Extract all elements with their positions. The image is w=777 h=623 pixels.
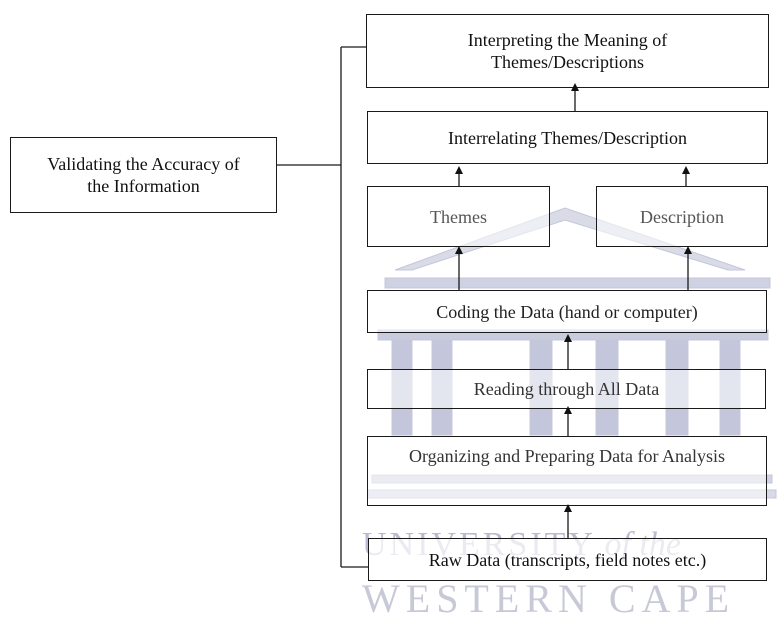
interpreting-meaning-box: Interpreting the Meaning of Themes/Descr…: [366, 14, 769, 88]
organizing-data-label: Organizing and Preparing Data for Analys…: [408, 446, 726, 466]
interrelating-themes-box: Interrelating Themes/Description: [367, 111, 768, 164]
coding-data-box: Coding the Data (hand or computer): [367, 290, 767, 333]
validating-accuracy-box: Validating the Accuracy of the Informati…: [10, 137, 277, 213]
description-box: Description: [596, 186, 768, 247]
interrelating-themes-label: Interrelating Themes/Description: [447, 127, 688, 148]
reading-data-box: Reading through All Data: [367, 369, 766, 409]
validating-accuracy-label: Validating the Accuracy of the Informati…: [47, 154, 240, 196]
organizing-data-box: Organizing and Preparing Data for Analys…: [367, 436, 767, 506]
raw-data-box: Raw Data (transcripts, field notes etc.): [368, 538, 767, 581]
themes-label: Themes: [430, 206, 487, 227]
description-label: Description: [640, 206, 724, 227]
interpreting-meaning-label-line1: Interpreting the Meaning of: [467, 30, 668, 50]
reading-data-label: Reading through All Data: [473, 379, 660, 399]
themes-box: Themes: [367, 186, 550, 247]
raw-data-label: Raw Data (transcripts, field notes etc.): [428, 549, 707, 570]
interpreting-meaning-label-line2: Themes/Descriptions: [491, 52, 644, 72]
watermark-western-cape: WESTERN CAPE: [362, 576, 736, 621]
coding-data-label: Coding the Data (hand or computer): [436, 301, 698, 322]
